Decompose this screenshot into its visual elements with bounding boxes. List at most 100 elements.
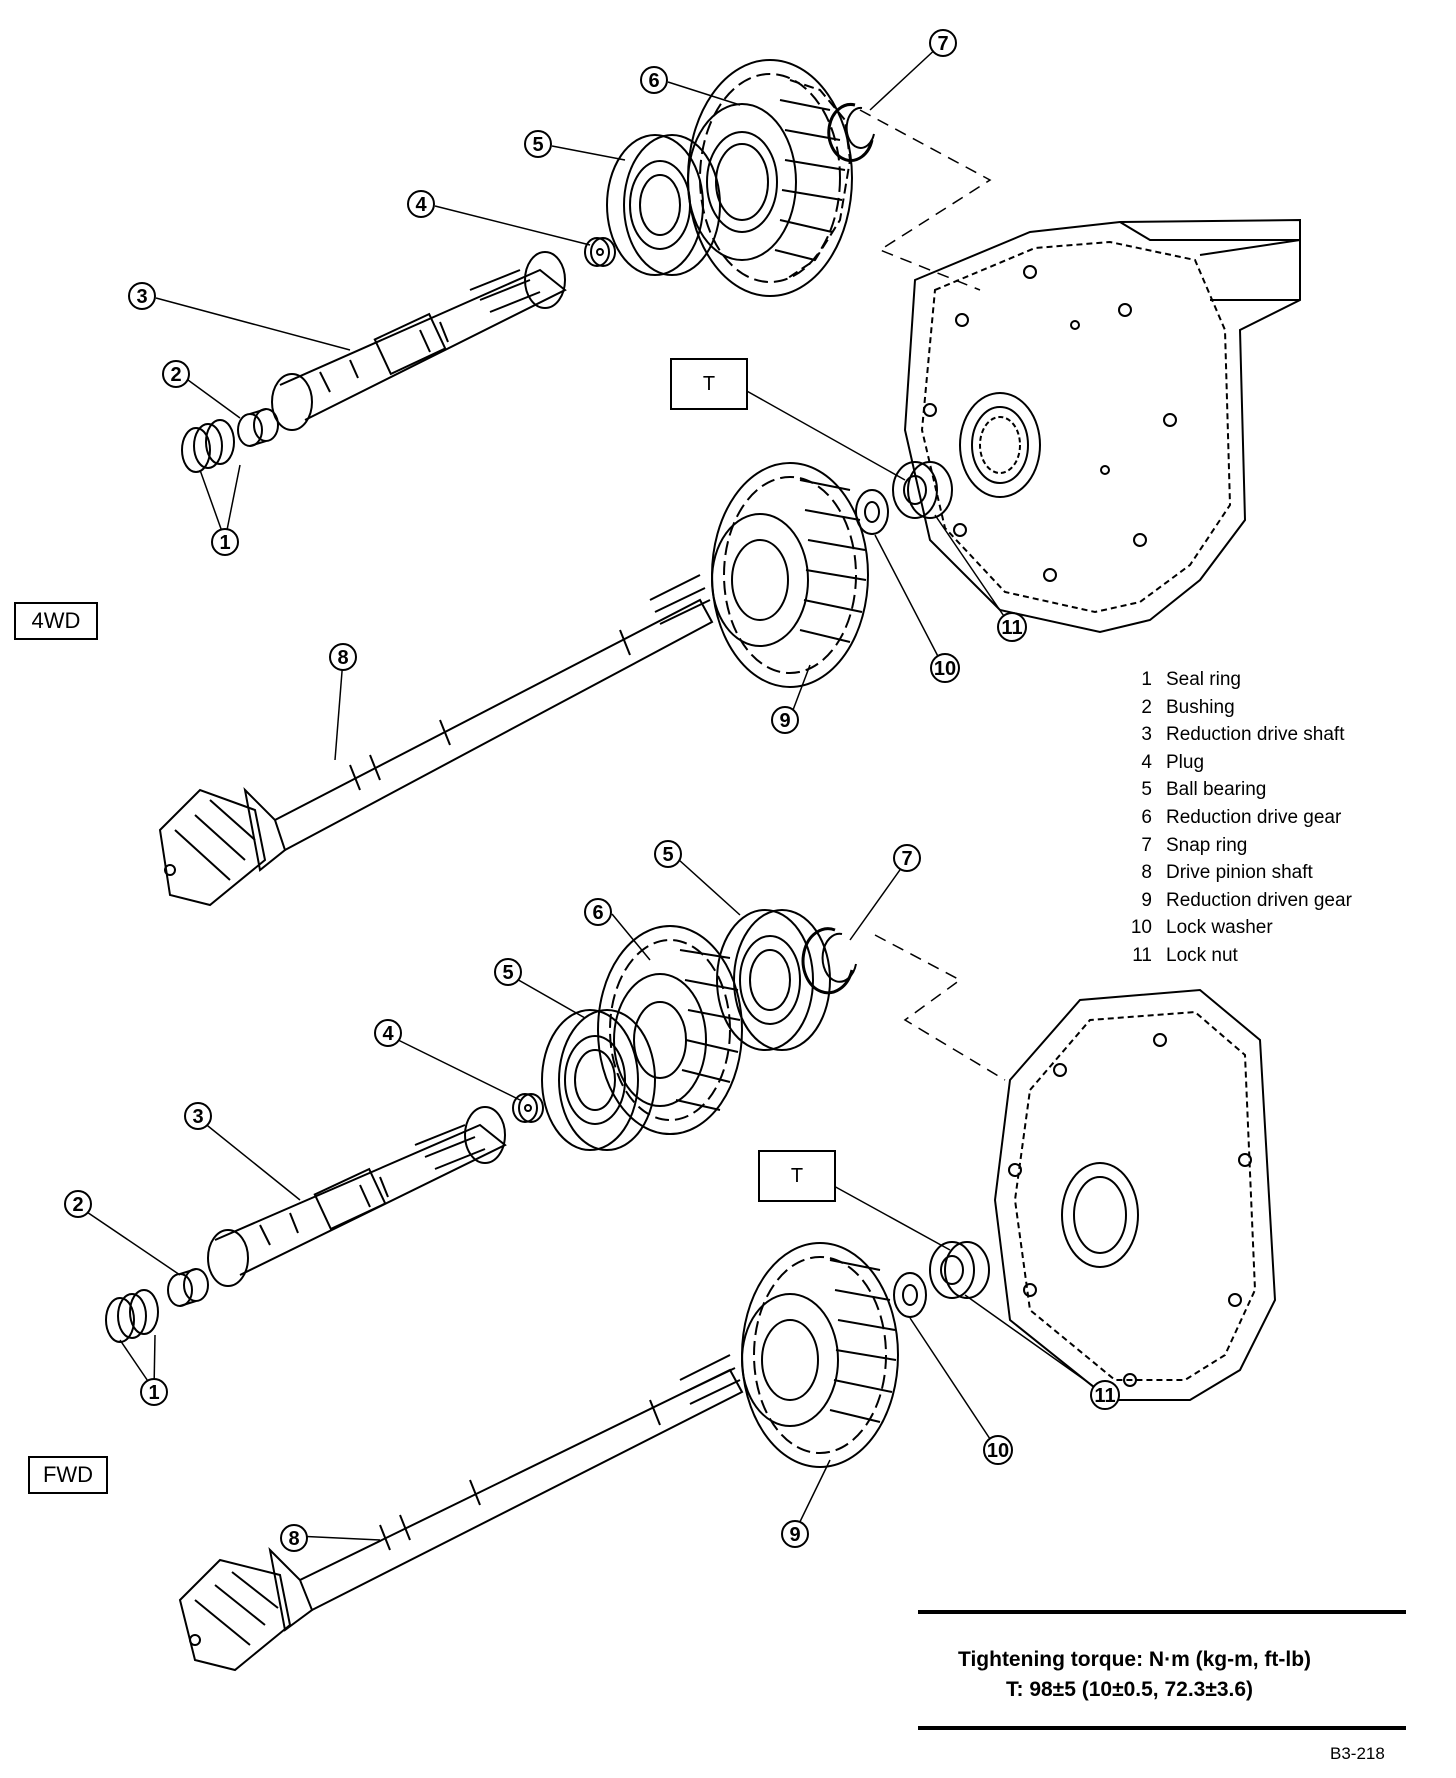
svg-text:7: 7 bbox=[937, 33, 948, 55]
callout-9-bottom: 9 bbox=[781, 1520, 809, 1548]
plug-4wd bbox=[584, 237, 616, 267]
svg-text:4: 4 bbox=[382, 1023, 394, 1045]
callout-10-bottom: 10 bbox=[983, 1435, 1013, 1465]
lock-nut-fwd bbox=[929, 1241, 990, 1299]
svg-text:2: 2 bbox=[170, 364, 181, 386]
callout-4-top: 4 bbox=[407, 190, 435, 218]
legend-item: 6 Reduction drive gear bbox=[1114, 804, 1444, 832]
reduction-driven-gear-4wd bbox=[711, 462, 869, 688]
svg-text:5: 5 bbox=[502, 962, 513, 984]
plug-fwd bbox=[512, 1093, 544, 1123]
svg-text:6: 6 bbox=[648, 70, 659, 92]
callout-8-top: 8 bbox=[329, 643, 357, 671]
callouts: 7 6 5 4 3 2 1 11 10 9 8 5 7 6 5 4 3 2 1 … bbox=[64, 29, 1120, 1552]
legend-label: Seal ring bbox=[1166, 669, 1241, 690]
svg-text:2: 2 bbox=[72, 1194, 83, 1216]
callout-11-bottom: 11 bbox=[1090, 1380, 1120, 1410]
callout-9-top: 9 bbox=[771, 706, 799, 734]
legend-label: Lock nut bbox=[1166, 944, 1238, 966]
legend-item: 1 Seal ring bbox=[1114, 666, 1444, 694]
legend-number: 4 bbox=[1141, 751, 1152, 773]
legend-label: Bushing bbox=[1166, 696, 1235, 718]
svg-text:9: 9 bbox=[789, 1524, 800, 1546]
legend-number: 10 bbox=[1130, 917, 1152, 939]
legend-item: 8 Drive pinion shaft bbox=[1114, 859, 1444, 887]
legend-number: 5 bbox=[1141, 779, 1152, 801]
legend-label: Ball bearing bbox=[1166, 779, 1267, 801]
callout-10-top: 10 bbox=[930, 653, 960, 683]
legend-item: 4 Plug bbox=[1114, 749, 1444, 777]
callout-5-top: 5 bbox=[524, 130, 552, 158]
callout-7-top: 7 bbox=[929, 29, 957, 57]
callout-2-top: 2 bbox=[162, 360, 190, 388]
torque-marker-bottom: T bbox=[758, 1150, 836, 1202]
svg-text:4: 4 bbox=[415, 194, 427, 216]
ball-bearing-4wd bbox=[606, 134, 721, 276]
assembly-fwd bbox=[105, 909, 1277, 1672]
legend-label: Drive pinion shaft bbox=[1166, 862, 1313, 884]
transfer-case-housing-4wd bbox=[903, 218, 1301, 634]
seal-rings-4wd bbox=[181, 419, 235, 473]
torque-rule-top bbox=[918, 1610, 1406, 1614]
legend-number: 8 bbox=[1141, 862, 1152, 884]
callout-3-bottom: 3 bbox=[184, 1102, 212, 1130]
svg-text:3: 3 bbox=[192, 1106, 203, 1128]
bushing-fwd bbox=[167, 1268, 209, 1307]
lock-nut-4wd bbox=[892, 461, 953, 519]
svg-text:5: 5 bbox=[532, 134, 543, 156]
svg-text:7: 7 bbox=[901, 848, 912, 870]
legend-number: 9 bbox=[1141, 889, 1152, 911]
svg-text:10: 10 bbox=[934, 658, 956, 680]
legend-item: 5 Ball bearing bbox=[1114, 776, 1444, 804]
callout-1-top: 1 bbox=[211, 528, 239, 556]
svg-text:11: 11 bbox=[1094, 1385, 1115, 1407]
callout-5-bottom-front: 5 bbox=[494, 958, 522, 986]
callout-4-bottom: 4 bbox=[374, 1019, 402, 1047]
ball-bearing-fwd-front bbox=[541, 1009, 656, 1151]
reduction-drive-gear-4wd bbox=[687, 59, 853, 297]
legend-number: 6 bbox=[1141, 806, 1152, 828]
callout-6-top: 6 bbox=[640, 66, 668, 94]
drive-pinion-shaft-fwd bbox=[178, 1354, 744, 1672]
callout-7-bottom: 7 bbox=[893, 844, 921, 872]
callout-3-top: 3 bbox=[128, 282, 156, 310]
callout-1-bottom: 1 bbox=[140, 1378, 168, 1406]
callout-5-bottom-rear: 5 bbox=[654, 840, 682, 868]
legend-number: 1 bbox=[1141, 669, 1152, 690]
svg-text:8: 8 bbox=[337, 647, 348, 669]
torque-title: Tightening torque: N·m (kg-m, ft-lb) bbox=[958, 1648, 1312, 1671]
callout-8-bottom: 8 bbox=[280, 1524, 308, 1552]
legend-label: Plug bbox=[1166, 751, 1205, 773]
callout-11-top: 11 bbox=[997, 612, 1027, 642]
legend-label: Lock washer bbox=[1166, 917, 1273, 939]
legend-label: Reduction drive gear bbox=[1166, 806, 1342, 828]
assembly-4wd bbox=[158, 59, 1301, 907]
svg-text:9: 9 bbox=[779, 710, 790, 732]
lock-washer-4wd bbox=[855, 489, 889, 535]
reduction-drive-shaft-4wd bbox=[271, 251, 567, 431]
legend-item: 10 Lock washer bbox=[1114, 914, 1444, 942]
callout-2-bottom: 2 bbox=[64, 1190, 92, 1218]
callout-6-bottom: 6 bbox=[584, 898, 612, 926]
svg-text:8: 8 bbox=[288, 1528, 299, 1550]
seal-rings-fwd bbox=[105, 1289, 159, 1343]
svg-text:6: 6 bbox=[592, 902, 603, 924]
figure-id: B3-218 bbox=[1330, 1744, 1385, 1763]
snap-ring-fwd bbox=[801, 927, 857, 995]
transfer-case-housing-fwd bbox=[993, 988, 1277, 1401]
torque-marker-top: T bbox=[670, 358, 748, 410]
reduction-drive-gear-fwd bbox=[597, 925, 743, 1135]
reduction-driven-gear-fwd bbox=[741, 1242, 899, 1468]
svg-text:3: 3 bbox=[136, 286, 147, 308]
leader-lines bbox=[77, 44, 1104, 1541]
svg-text:1: 1 bbox=[148, 1382, 159, 1404]
svg-text:10: 10 bbox=[987, 1440, 1009, 1462]
svg-text:5: 5 bbox=[662, 844, 673, 866]
legend-number: 3 bbox=[1141, 724, 1152, 746]
torque-rule-bottom bbox=[918, 1726, 1406, 1730]
torque-value: T: 98±5 (10±0.5, 72.3±3.6) bbox=[1006, 1678, 1254, 1701]
